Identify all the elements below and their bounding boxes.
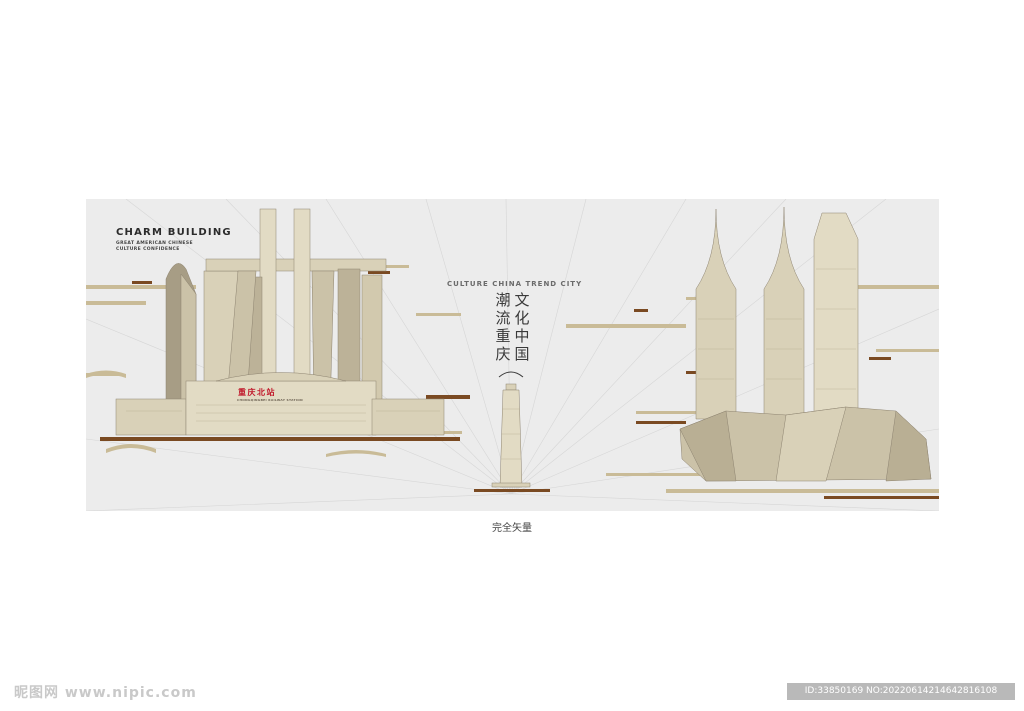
- vertical-char: 庆: [495, 345, 511, 363]
- panel-title: CHARM BUILDING: [116, 227, 232, 238]
- skyline-illustration: [86, 199, 939, 511]
- vertical-char: 化: [514, 309, 530, 327]
- vertical-char: 中: [514, 327, 530, 345]
- center-label: CULTURE CHINA TREND CITY: [447, 280, 583, 288]
- caption: 完全矢量: [492, 523, 532, 534]
- watermark-id: ID:33850169 NO:20220614214642816108: [787, 683, 1015, 700]
- station-subtitle: CHONGQINGBEI RAILWAY STATION: [237, 398, 303, 402]
- vertical-char: 重: [495, 327, 511, 345]
- vertical-char: 文: [514, 291, 530, 309]
- vertical-text-right: 文 化 中 国: [513, 291, 531, 363]
- artwork-panel: CHARM BUILDING GREAT AMERICAN CHINESE CU…: [86, 199, 939, 511]
- watermark-left: 昵图网 www.nipic.com: [14, 685, 197, 701]
- station-sign: 重庆北站: [238, 388, 276, 397]
- right-brown-accents: [634, 309, 939, 499]
- center-base: [474, 489, 550, 492]
- vertical-text-left: 潮 流 重 庆: [494, 291, 512, 363]
- subtitle-line-1: GREAT AMERICAN CHINESE: [116, 241, 193, 246]
- right-podium: [679, 406, 932, 482]
- vertical-char: 潮: [495, 291, 511, 309]
- vertical-char: 流: [495, 309, 511, 327]
- panel-subtitle: GREAT AMERICAN CHINESE CULTURE CONFIDENC…: [116, 241, 236, 253]
- left-station: [115, 372, 445, 436]
- vertical-char: 国: [514, 345, 530, 363]
- left-brown-accents: [100, 271, 470, 441]
- right-towers: [695, 206, 859, 420]
- subtitle-line-2: CULTURE CONFIDENCE: [116, 247, 180, 252]
- center-monument: [491, 371, 531, 488]
